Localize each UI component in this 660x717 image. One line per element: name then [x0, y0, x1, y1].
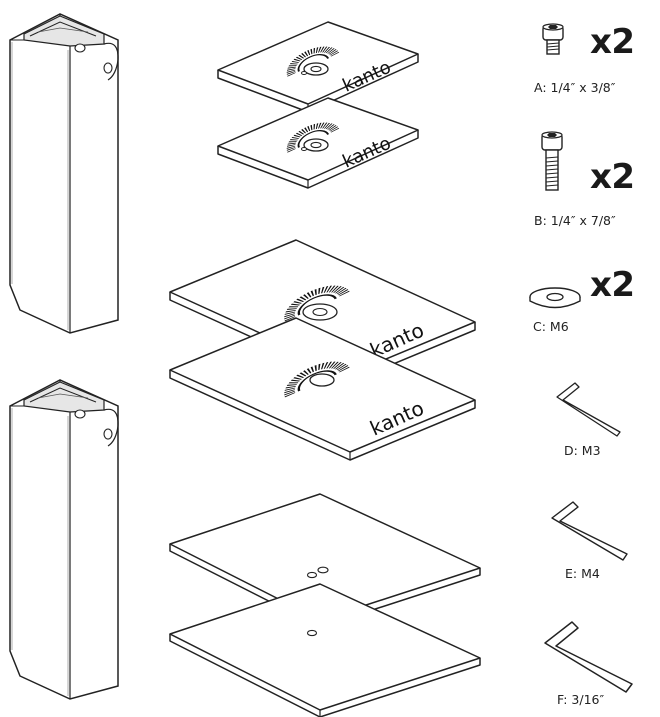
- large-plate-top: kanto: [169, 239, 476, 383]
- label-e: E: M4: [565, 566, 600, 581]
- small-plate-bottom: kanto: [218, 98, 418, 188]
- label-f: F: 3/16″: [557, 692, 605, 707]
- short-hex-bolt-icon: [542, 23, 564, 55]
- label-b: B: 1/4″ x 7/8″: [534, 213, 616, 228]
- washer-icon: [529, 287, 581, 309]
- quantity-a: x2: [590, 22, 635, 62]
- quantity-b: x2: [590, 157, 635, 197]
- label-c: C: M6: [533, 319, 569, 334]
- small-plate-top: kanto: [218, 22, 418, 112]
- base-plate-bottom: [169, 583, 481, 717]
- base-plate-top: [169, 493, 481, 628]
- allen-key-3-16-icon: [544, 621, 633, 693]
- allen-key-m3-icon: [556, 382, 621, 437]
- pillar-lower: [9, 379, 119, 700]
- long-hex-bolt-icon: [541, 131, 563, 191]
- label-d: D: M3: [564, 443, 601, 458]
- quantity-c: x2: [590, 265, 635, 305]
- label-a: A: 1/4″ x 3/8″: [534, 80, 616, 95]
- allen-key-m4-icon: [551, 501, 628, 561]
- pillar-upper: [9, 13, 119, 334]
